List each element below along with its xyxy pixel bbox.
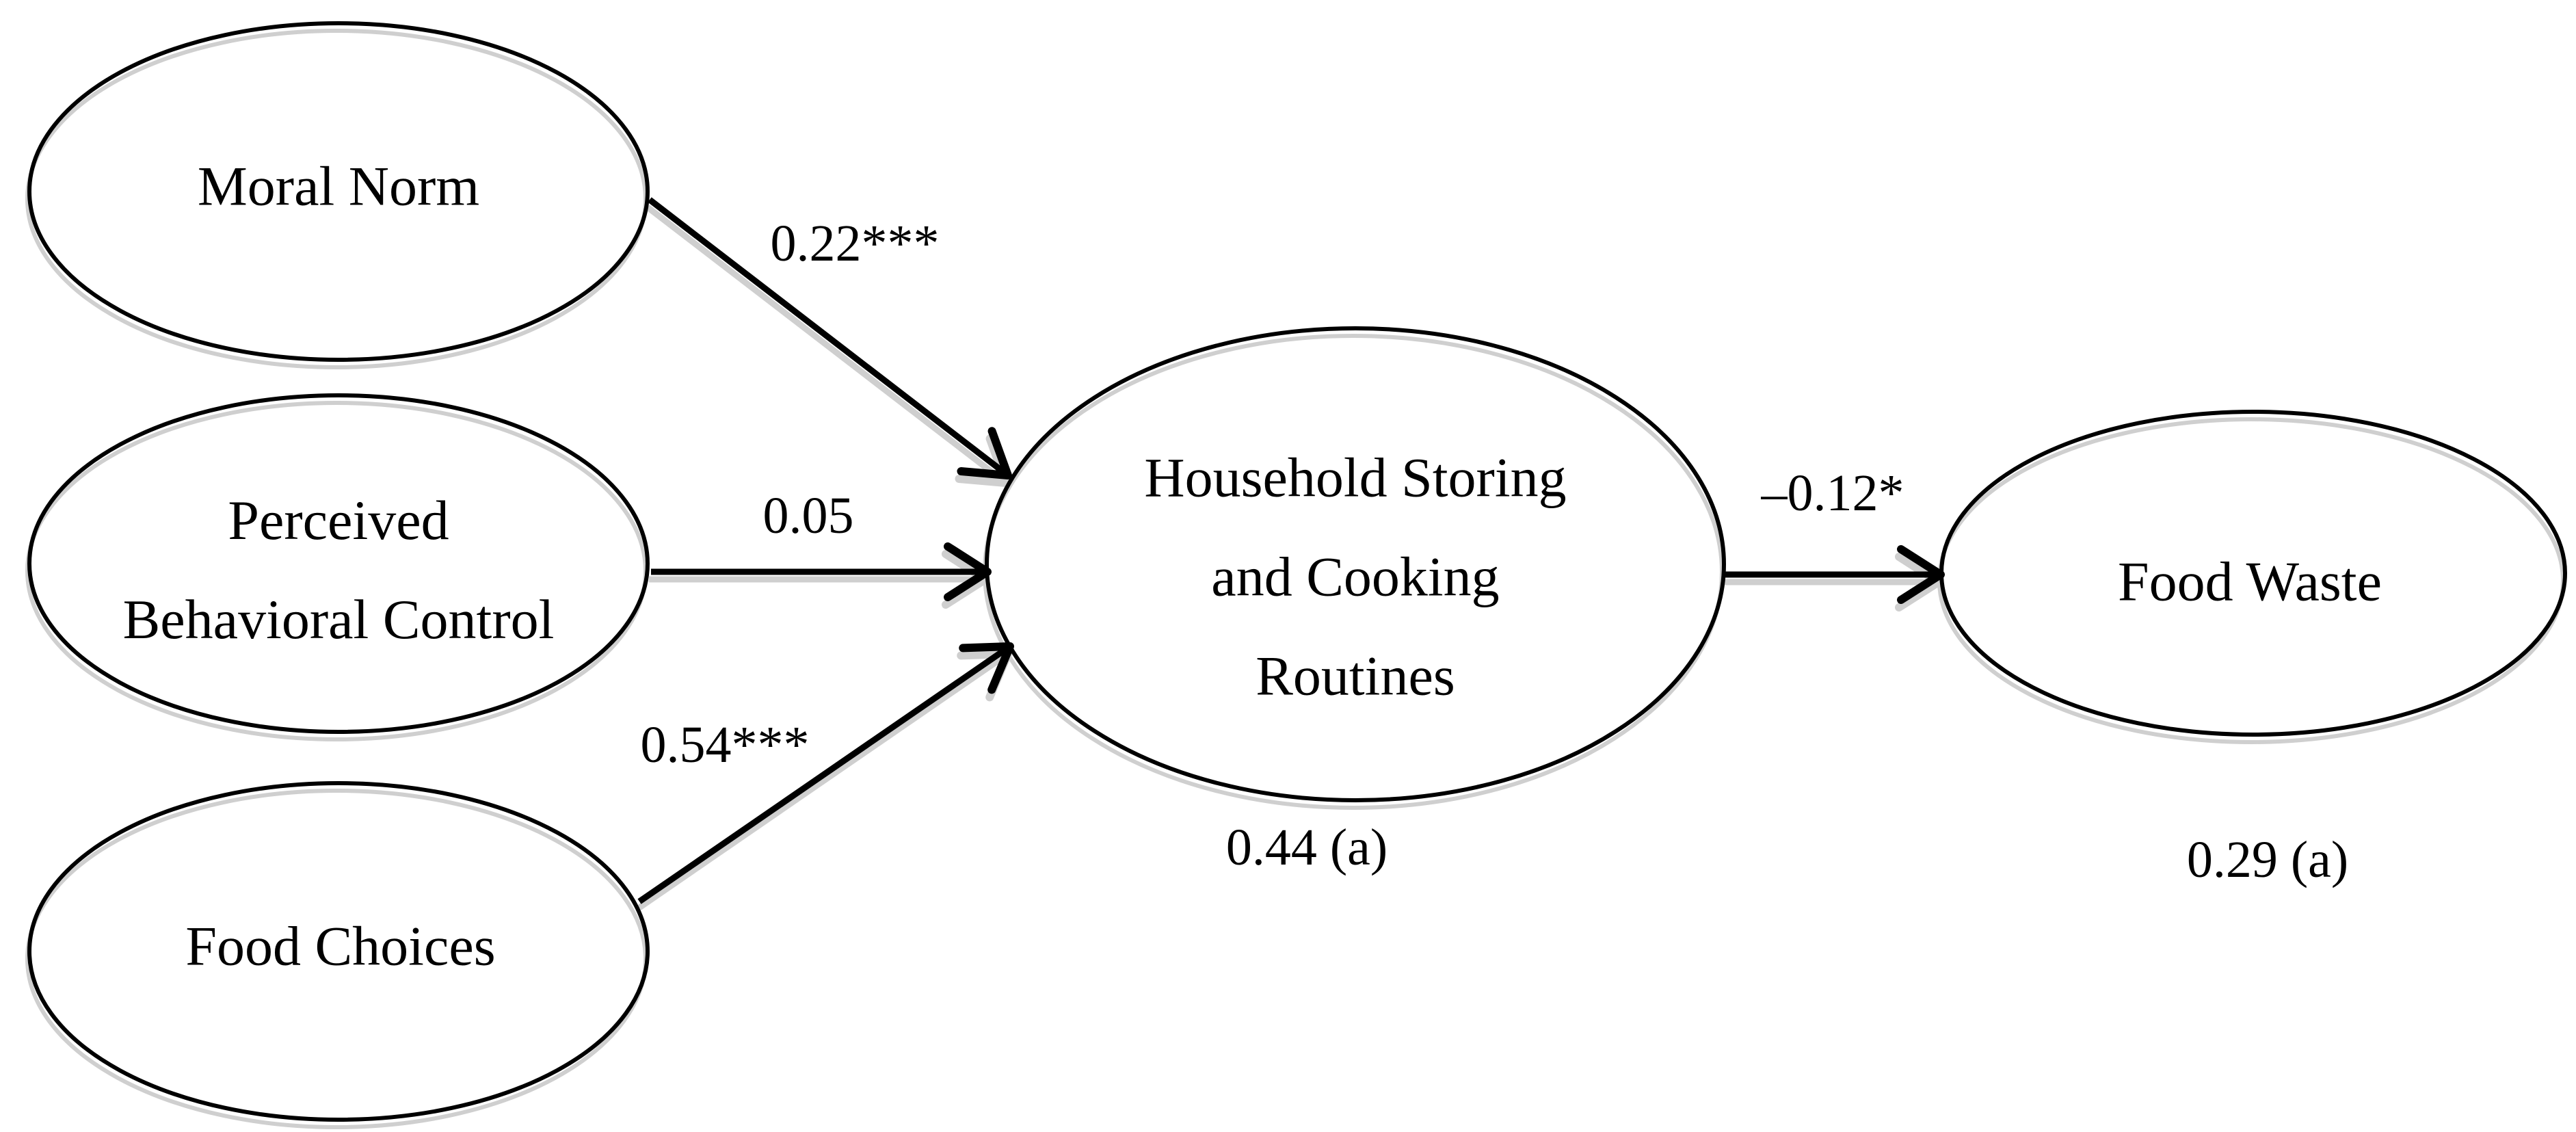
moral-norm-ellipse xyxy=(27,21,650,362)
node-label-line: Routines xyxy=(1256,644,1455,707)
node-label-perceived-behavioral-control: Perceived Behavioral Control xyxy=(123,471,555,669)
node-label-line: Behavioral Control xyxy=(122,588,555,650)
ellipse-fills xyxy=(29,23,2565,1120)
coefficient-label-food-choices: 0.54*** xyxy=(640,716,810,774)
node-label-food-waste: Food Waste xyxy=(2118,532,2382,631)
node-label-line: Food Choices xyxy=(185,914,496,977)
path-arrow-moral-norm-to-household xyxy=(648,197,1012,479)
perceived-behavioral-control-ellipse xyxy=(27,393,650,734)
node-label-line: Perceived xyxy=(228,489,449,551)
node-label-line: Food Waste xyxy=(2118,550,2382,613)
r-squared-label-food-waste: 0.29 (a) xyxy=(2186,831,2349,889)
coefficient-label-moral-norm: 0.22*** xyxy=(770,215,940,273)
node-label-food-choices: Food Choices xyxy=(185,897,495,996)
food-choices-ellipse xyxy=(27,781,650,1122)
path-arrow-food-choices-to-household xyxy=(637,642,1014,904)
r-squared-label-household: 0.44 (a) xyxy=(1225,819,1388,877)
node-label-moral-norm: Moral Norm xyxy=(198,137,479,236)
shape-strokes xyxy=(27,21,2567,1122)
coefficient-label-pbc: 0.05 xyxy=(762,487,854,545)
node-label-household-storing-cooking-routines: Household Storing and Cooking Routines xyxy=(1144,428,1566,726)
node-label-line: and Cooking xyxy=(1211,545,1500,608)
node-label-line: Household Storing xyxy=(1144,446,1567,509)
node-label-line: Moral Norm xyxy=(197,155,480,218)
coefficient-label-food-waste: –0.12* xyxy=(1761,464,1904,523)
